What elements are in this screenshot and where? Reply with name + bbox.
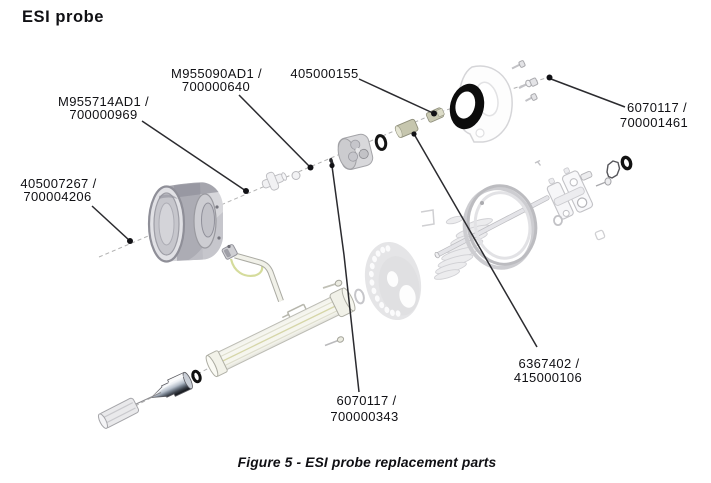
svg-text:700000969: 700000969 xyxy=(69,107,137,122)
svg-text:700000640: 700000640 xyxy=(182,79,250,94)
svg-text:M955090AD1 /: M955090AD1 / xyxy=(171,66,262,81)
svg-text:6070117 /: 6070117 / xyxy=(627,100,687,115)
svg-text:405000155: 405000155 xyxy=(290,66,358,81)
svg-text:6070117 /: 6070117 / xyxy=(336,393,396,408)
svg-text:405007267 /: 405007267 / xyxy=(20,176,96,191)
svg-text:700001461: 700001461 xyxy=(620,115,688,130)
svg-text:Figure 5 - ESI probe replaceme: Figure 5 - ESI probe replacement parts xyxy=(238,455,497,470)
svg-text:M955714AD1 /: M955714AD1 / xyxy=(58,94,149,109)
svg-text:700000343: 700000343 xyxy=(330,409,398,424)
svg-text:ESI probe: ESI probe xyxy=(22,8,104,26)
svg-text:415000106: 415000106 xyxy=(514,370,582,385)
svg-text:6367402 /: 6367402 / xyxy=(519,356,580,371)
svg-text:700004206: 700004206 xyxy=(23,189,91,204)
